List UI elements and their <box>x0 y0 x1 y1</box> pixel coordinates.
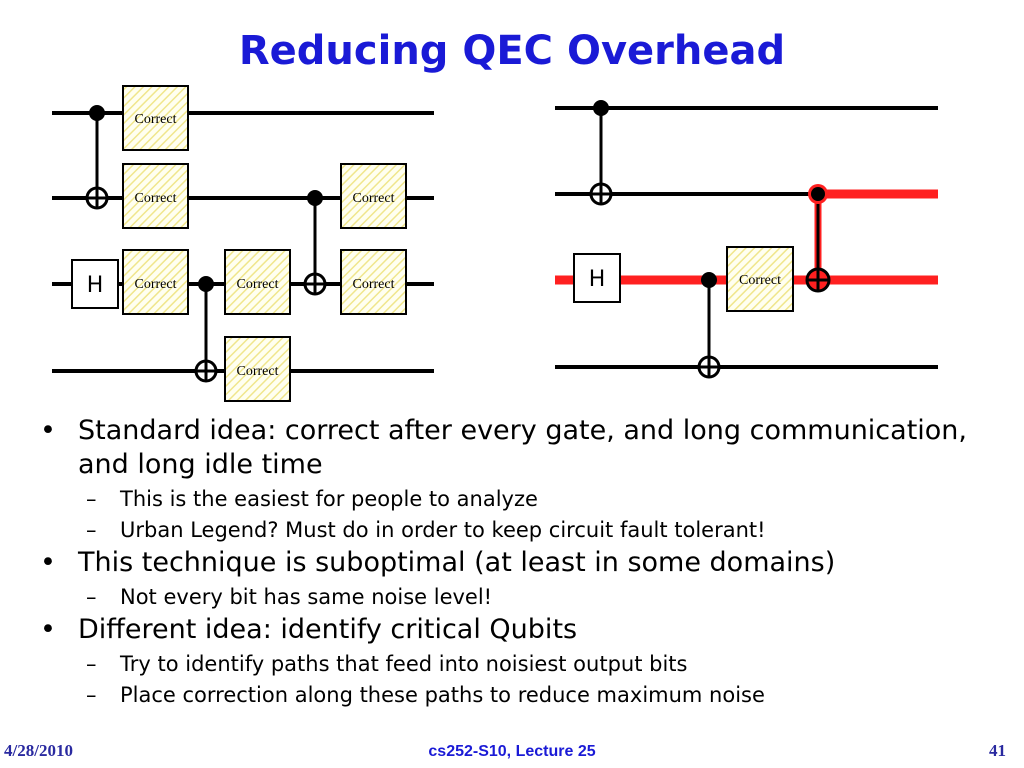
bullet-item: • This technique is suboptimal (at least … <box>40 546 1000 580</box>
dash-marker: – <box>86 518 97 542</box>
bullet-text: Standard idea: correct after every gate,… <box>78 415 967 480</box>
footer-course: cs252-S10, Lecture 25 <box>428 743 596 760</box>
dash-marker: – <box>86 652 97 676</box>
correct-gate <box>340 163 407 229</box>
sub-bullet-text: Try to identify paths that feed into noi… <box>120 652 688 676</box>
correct-label: Correct <box>135 191 177 206</box>
left-circuit: H Correct Correct Correct Correct Correc… <box>52 85 434 402</box>
bullet-item: • Standard idea: correct after every gate… <box>40 414 1000 482</box>
slide-title: Reducing QEC Overhead <box>238 28 786 74</box>
dash-marker: – <box>86 487 97 511</box>
sub-bullet-item: –Urban Legend? Must do in order to keep … <box>40 515 1000 546</box>
sub-bullet-item: –Try to identify paths that feed into no… <box>40 649 1000 680</box>
quantum-circuit-diagrams: H Correct Correct Correct Correct Correc… <box>52 85 938 402</box>
correct-label: Correct <box>353 277 395 292</box>
sub-bullet-text: Urban Legend? Must do in order to keep c… <box>120 518 766 542</box>
correct-label: Correct <box>353 191 395 206</box>
cnot-control-dot <box>701 272 717 288</box>
correct-gate <box>122 85 189 151</box>
correct-gate <box>224 336 291 402</box>
correct-gate <box>726 246 794 312</box>
cnot-control-dot <box>198 276 214 292</box>
bullet-text: This technique is suboptimal (at least i… <box>78 547 836 578</box>
correct-label: Correct <box>135 277 177 292</box>
correct-label: Correct <box>135 112 177 127</box>
bullet-marker: • <box>40 547 56 578</box>
correct-label: Correct <box>739 273 781 288</box>
hadamard-gate <box>573 253 621 303</box>
dash-marker: – <box>86 585 97 609</box>
bullet-text: Different idea: identify critical Qubits <box>78 614 578 645</box>
bullet-item: • Different idea: identify critical Qubit… <box>40 613 1000 647</box>
correct-label: Correct <box>237 364 279 379</box>
correct-gate <box>224 249 291 315</box>
bullet-list: • Standard idea: correct after every gate… <box>40 414 1000 711</box>
correct-gate <box>122 163 189 229</box>
sub-bullet-text: This is the easiest for people to analyz… <box>120 487 538 511</box>
right-circuit: H Correct <box>555 100 938 379</box>
bullet-marker: • <box>40 415 56 446</box>
sub-bullet-text: Not every bit has same noise level! <box>120 585 493 609</box>
bullet-marker: • <box>40 614 56 645</box>
sub-bullet-item: –This is the easiest for people to analy… <box>40 484 1000 515</box>
hadamard-gate <box>71 259 119 309</box>
cnot-control-dot <box>593 100 609 116</box>
dash-marker: – <box>86 683 97 707</box>
footer-date: 4/28/2010 <box>4 741 73 760</box>
cnot-control-dot <box>89 105 105 121</box>
hadamard-label: H <box>87 273 104 298</box>
cnot-control-dot <box>307 190 323 206</box>
sub-bullet-item: –Place correction along these paths to r… <box>40 680 1000 711</box>
page-number: 41 <box>989 741 1006 760</box>
correct-gate <box>122 249 189 315</box>
sub-bullet-item: –Not every bit has same noise level! <box>40 582 1000 613</box>
correct-label: Correct <box>237 277 279 292</box>
hadamard-label: H <box>589 267 606 292</box>
sub-bullet-text: Place correction along these paths to re… <box>120 683 765 707</box>
correct-gate <box>340 249 407 315</box>
